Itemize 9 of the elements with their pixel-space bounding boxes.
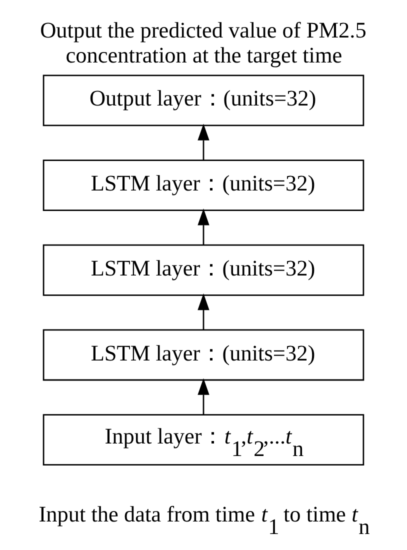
node-box: LSTM layer：(units=32) xyxy=(42,329,364,381)
node-box: LSTM layer：(units=32) xyxy=(42,160,364,212)
arrow xyxy=(198,293,210,330)
arrow xyxy=(198,378,210,415)
node-box: LSTM layer：(units=32) xyxy=(42,244,364,296)
arrow xyxy=(198,124,210,160)
diagram-title: Output the predicted value of PM2.5 concentration at the target time xyxy=(40,18,366,68)
arrow xyxy=(198,208,210,245)
node-box: Output layer：(units=32) xyxy=(42,74,364,126)
